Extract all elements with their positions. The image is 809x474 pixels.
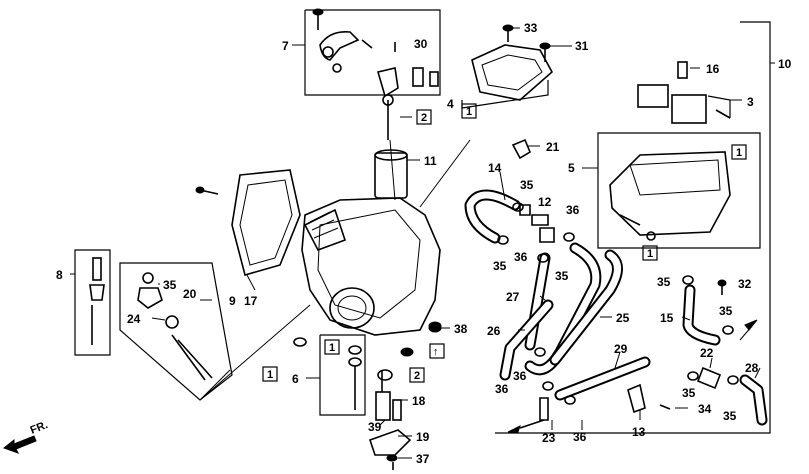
- callout-34: 34: [698, 402, 712, 416]
- callout-35-g: 35: [682, 386, 696, 400]
- callout-labels: 1 3 4 5 6 7 8 9 10 11 12 13 14 15 16 17 …: [56, 21, 792, 466]
- callout-4: 4: [447, 97, 454, 111]
- callout-28: 28: [745, 361, 759, 375]
- callout-31: 31: [575, 39, 589, 53]
- callout-33: 33: [524, 21, 538, 35]
- parts-artwork: [89, 8, 768, 470]
- callout-3: 3: [747, 95, 754, 109]
- callout-35-c: 35: [493, 259, 507, 273]
- callout-18: 18: [412, 394, 426, 408]
- callout-35-f: 35: [719, 304, 733, 318]
- callout-38: 38: [454, 322, 468, 336]
- callout-37: 37: [416, 452, 430, 466]
- front-arrow-icon: [2, 435, 37, 454]
- boxed-2-a: 2: [421, 112, 427, 124]
- callout-15: 15: [660, 311, 674, 325]
- callout-35-e: 35: [657, 275, 671, 289]
- frame-lines: [74, 9, 771, 434]
- callout-5: 5: [568, 161, 575, 175]
- callout-36: 36: [495, 382, 509, 396]
- boxed-up-arrow: ↑: [433, 346, 439, 358]
- callout-21: 21: [546, 140, 560, 154]
- callout-26: 26: [487, 324, 501, 338]
- callout-36-d: 36: [573, 430, 587, 444]
- callout-14: 14: [488, 161, 502, 175]
- arrow-icon: [507, 425, 521, 433]
- callout-16: 16: [706, 62, 720, 76]
- boxed-1-e: 1: [267, 369, 273, 381]
- callout-39: 39: [368, 420, 382, 434]
- callout-35-b: 35: [520, 178, 534, 192]
- callout-35-d: 35: [555, 269, 569, 283]
- callout-20: 20: [183, 287, 197, 301]
- leader-lines: [70, 27, 775, 459]
- callout-23: 23: [542, 431, 556, 445]
- callout-12: 12: [538, 195, 552, 209]
- callout-30: 30: [414, 37, 428, 51]
- callout-27: 27: [506, 290, 520, 304]
- boxed-1-c: 1: [647, 248, 653, 260]
- callout-35: 35: [163, 278, 177, 292]
- boxed-1-b: 1: [736, 147, 742, 159]
- callout-17: 17: [244, 294, 258, 308]
- callout-36-c: 36: [514, 250, 528, 264]
- callout-32: 32: [738, 277, 752, 291]
- direction-arrows: [507, 319, 758, 433]
- callout-13: 13: [632, 425, 646, 439]
- arrow-icon: [744, 319, 758, 331]
- callout-36-b: 36: [566, 203, 580, 217]
- boxed-labels: 1 2 1 1 1 1 ↑ 2: [262, 103, 747, 383]
- callout-8: 8: [56, 268, 63, 282]
- callout-22: 22: [700, 346, 714, 360]
- callout-9: 9: [229, 294, 236, 308]
- callout-6: 6: [292, 372, 299, 386]
- callout-11: 11: [424, 154, 437, 168]
- front-direction-indicator: FR.: [2, 419, 50, 454]
- callout-10: 10: [778, 57, 792, 71]
- callout-35-h: 35: [723, 409, 737, 423]
- callout-7: 7: [282, 39, 289, 53]
- boxed-1-d: 1: [329, 342, 335, 354]
- callout-19: 19: [416, 430, 430, 444]
- hoses: [464, 189, 768, 426]
- callout-36-e: 36: [513, 369, 527, 383]
- callout-25: 25: [616, 311, 630, 325]
- front-label: FR.: [29, 419, 50, 437]
- boxed-2-b: 2: [414, 370, 420, 382]
- callout-24: 24: [127, 312, 141, 326]
- boxed-1-a: 1: [466, 106, 472, 118]
- callout-29: 29: [614, 342, 628, 356]
